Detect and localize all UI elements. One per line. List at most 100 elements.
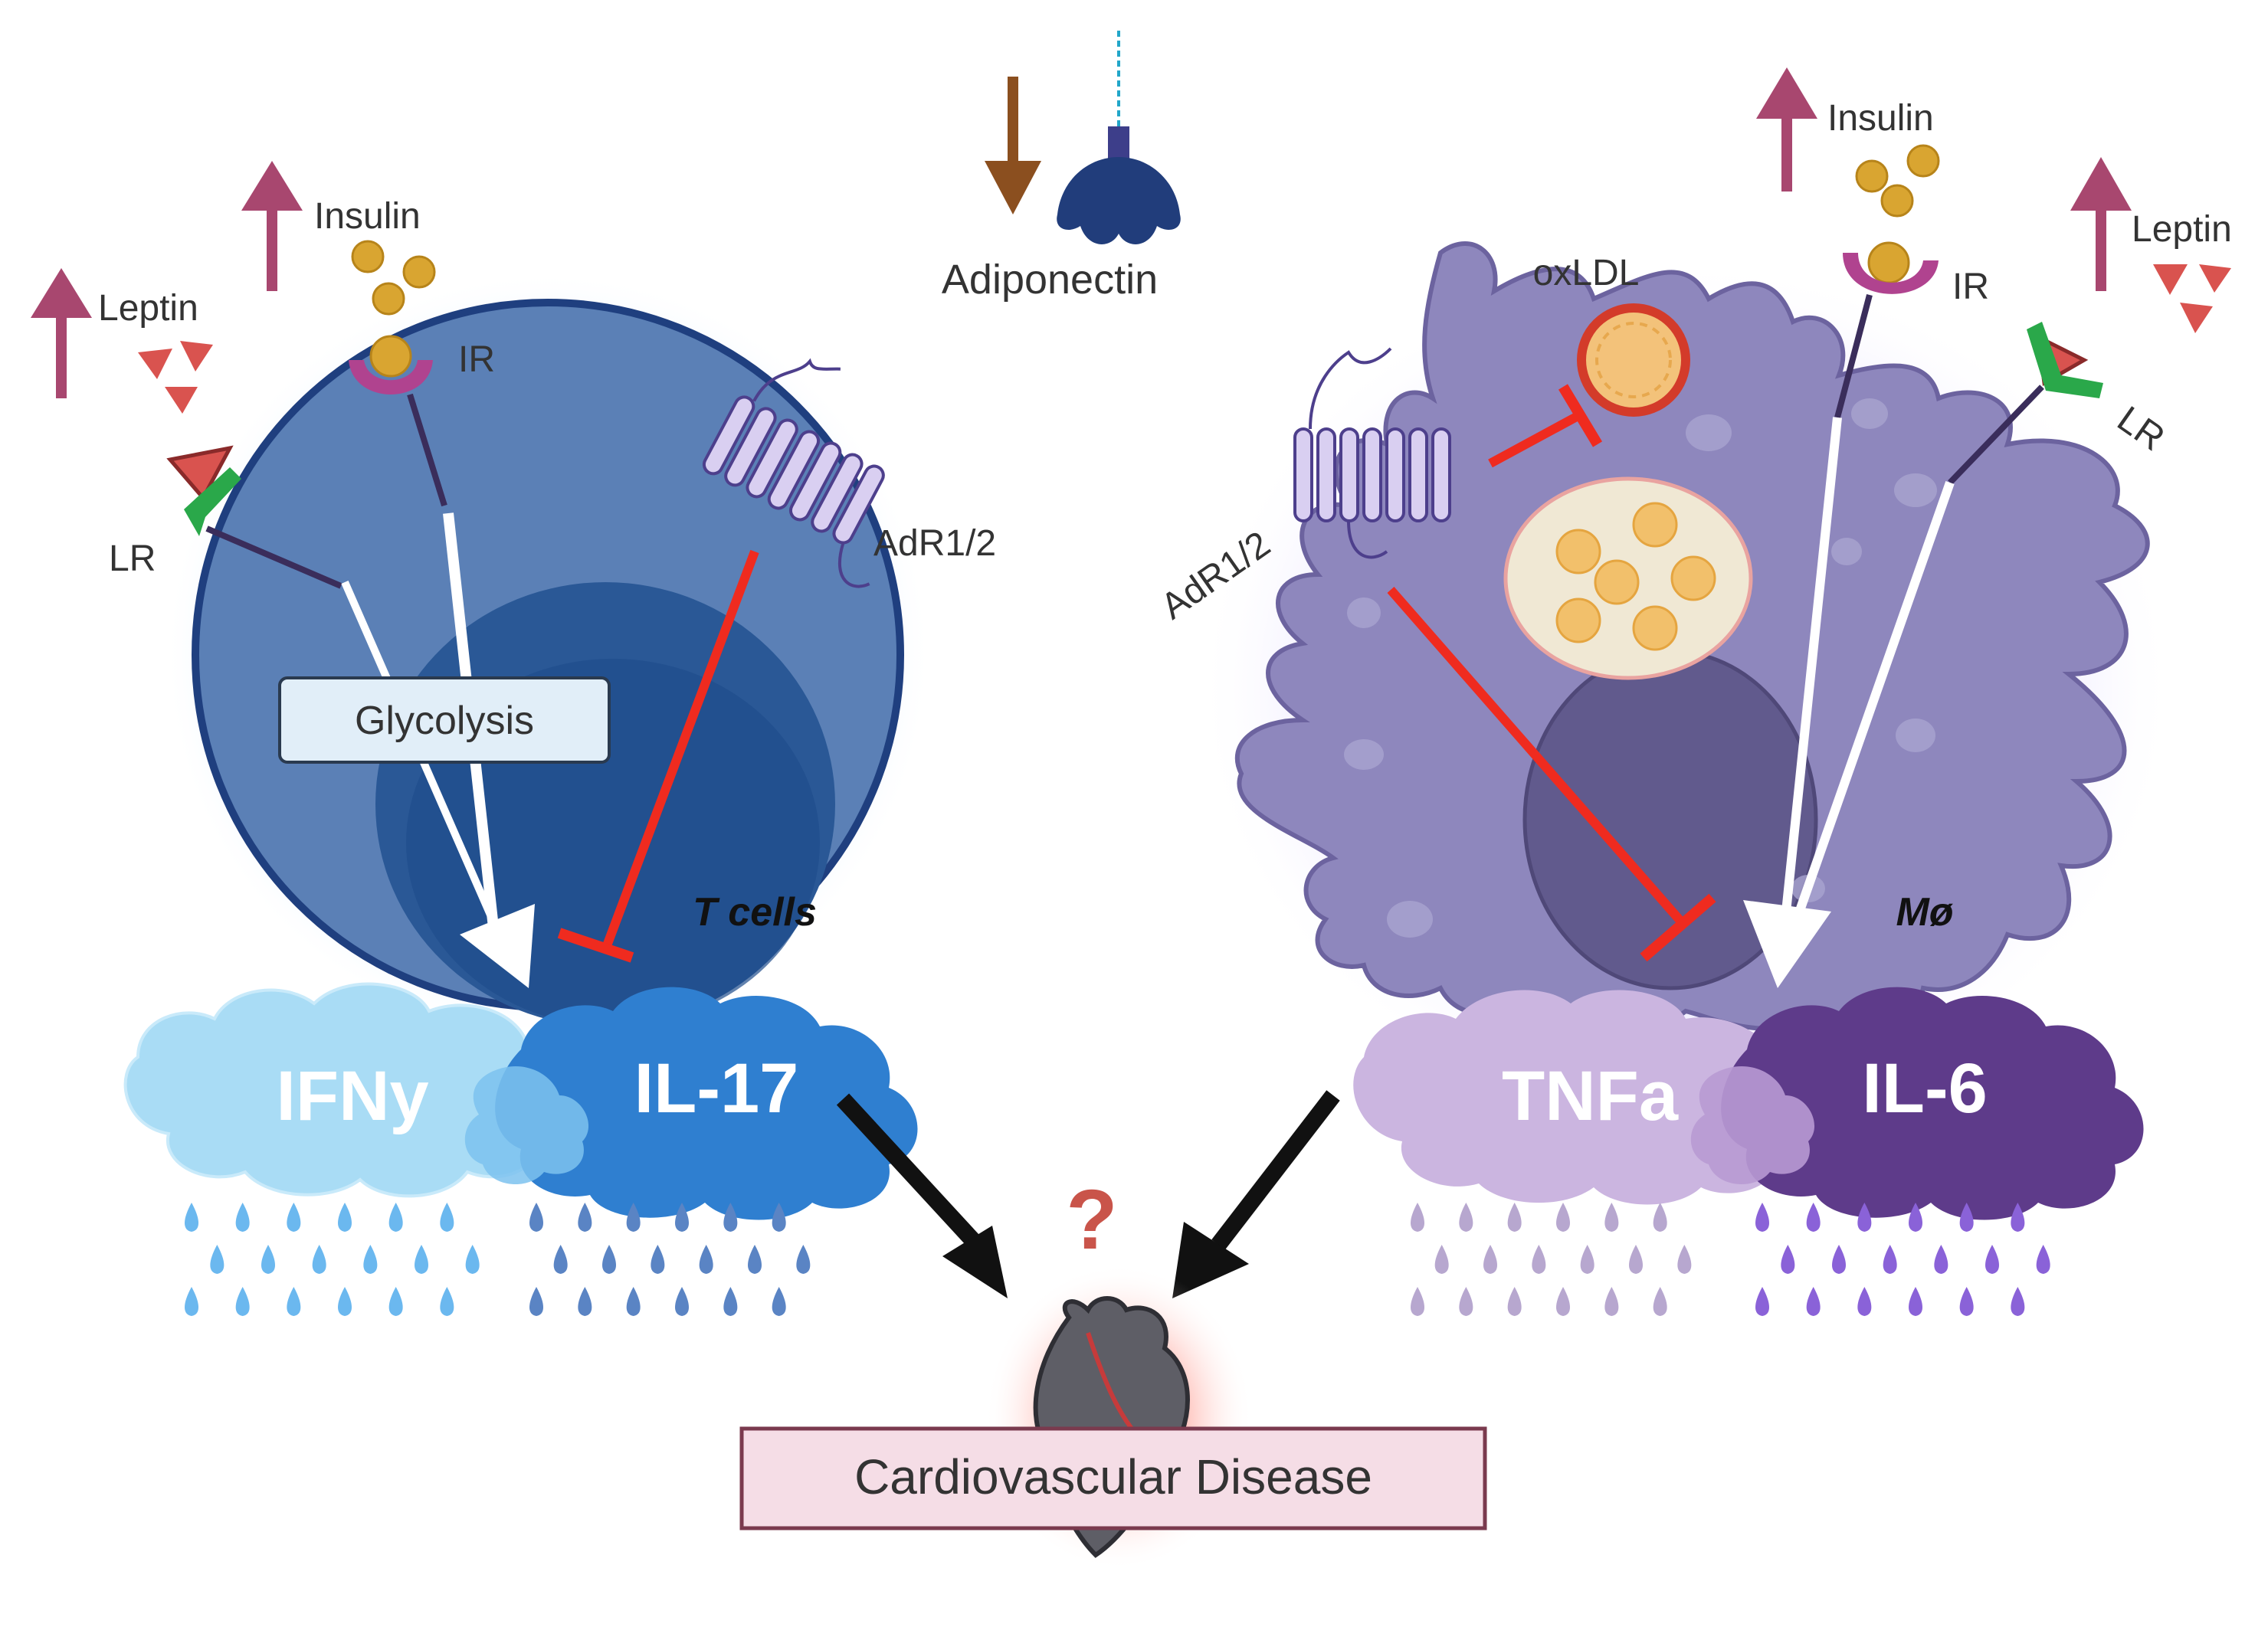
rain-drop (1677, 1245, 1692, 1274)
rain-drop (2036, 1245, 2050, 1274)
m-adr-inhibition-line (1387, 587, 1690, 930)
t-insulin-molecules (351, 240, 436, 316)
rain-drop (626, 1203, 641, 1232)
t-insulin-up-arrow-head (241, 161, 303, 211)
m-ir-label: IR (1952, 267, 1989, 307)
heart-group: Cardiovascular Disease (739, 1264, 1487, 1570)
m-ir-receptor-icon (1843, 253, 1939, 294)
rain-drop (1985, 1245, 1999, 1274)
rain-drop (388, 1287, 403, 1316)
rain-drop (602, 1245, 616, 1274)
rain-drop (1459, 1287, 1473, 1316)
glycolysis-label: Glycolysis (355, 699, 534, 743)
cytokine-cloud-ifny: IFNy (123, 982, 563, 1198)
rain-drop (1781, 1245, 1795, 1274)
t-ir-stalk (407, 393, 447, 507)
rain-drop (723, 1203, 738, 1232)
rain-drop (1653, 1287, 1667, 1316)
rain-drop (185, 1287, 198, 1316)
rain-drop (578, 1203, 592, 1232)
adiponectin-group: Adiponectin (942, 31, 1181, 303)
rain-drop (1959, 1203, 1974, 1232)
t-cell-name-label: T cells (693, 890, 817, 935)
adiponectin-stem (1108, 126, 1129, 161)
rain-drop (1604, 1287, 1619, 1316)
t-leptin-molecules (138, 341, 213, 414)
rain-drop (1604, 1203, 1619, 1232)
rain-drop (1909, 1287, 1922, 1316)
rain-drop (675, 1287, 689, 1316)
macrophage-name-label: Mø (1896, 890, 1953, 935)
rain-drop (1653, 1203, 1667, 1232)
m-adr-receptor-icon (1293, 347, 1451, 559)
m-lr-receptor-icon (2027, 322, 2103, 398)
rain-drop (772, 1287, 786, 1316)
m-leptin-up-arrow-head (2070, 157, 2132, 211)
t-ir-bound-insulin (369, 335, 412, 378)
m-oxldl-inhibition-line (1488, 409, 1585, 468)
rain-drop (626, 1287, 641, 1316)
cvd-label: Cardiovascular Disease (854, 1449, 1372, 1504)
t-signal-arrow-head (460, 904, 535, 988)
rain-drop (1556, 1203, 1570, 1232)
rain-drop (415, 1245, 428, 1274)
t-adr-receptor-icon (702, 358, 885, 588)
t-leptin-up-arrow-head (31, 268, 92, 318)
m-insulin-molecules (1855, 144, 1940, 218)
cytokine-rain (185, 1203, 2050, 1316)
t-cell-to-cvd-arrow-head (942, 1226, 1008, 1298)
rain-drop (1411, 1203, 1424, 1232)
rain-drop (2011, 1203, 2025, 1232)
outcome-arrows: ? (836, 1090, 1340, 1298)
rain-drop (261, 1245, 275, 1274)
rain-drop (2011, 1287, 2025, 1316)
m-oxldl-inhibition-bar (1558, 384, 1603, 447)
macrophage-arrows (1387, 384, 1955, 988)
rain-drop (1857, 1287, 1872, 1316)
t-insulin-label: Insulin (314, 196, 421, 237)
rain-drop (578, 1287, 592, 1316)
m-ir-stalk (1834, 293, 1873, 419)
rain-drop (235, 1287, 250, 1316)
rain-drop (1806, 1203, 1821, 1232)
cytokine-cloud-il17: IL-17 (464, 987, 918, 1220)
rain-drop (440, 1203, 454, 1232)
cytokine-label-0: IFNy (276, 1057, 428, 1135)
m-insulin-label: Insulin (1827, 98, 1934, 139)
rain-drop (1629, 1245, 1643, 1274)
rain-drop (1857, 1203, 1872, 1232)
rain-drop (1483, 1245, 1497, 1274)
rain-drop (723, 1287, 738, 1316)
rain-drop (1434, 1245, 1449, 1274)
macrophage-to-cvd-arrow-head (1172, 1222, 1249, 1298)
t-leptin-label: Leptin (98, 288, 198, 329)
m-leptin-label: Leptin (2132, 209, 2232, 250)
cytokine-label-1: IL-17 (634, 1049, 799, 1128)
macrophage-vesicles (1344, 398, 1937, 938)
rain-drop (287, 1287, 301, 1316)
rain-drop (287, 1203, 301, 1232)
rain-drop (553, 1245, 568, 1274)
rain-drop (1883, 1245, 1897, 1274)
rain-drop (1755, 1203, 1769, 1232)
m-insulin-up-arrow-head (1756, 67, 1817, 119)
t-adr-label: AdR1/2 (873, 523, 996, 564)
rain-drop (1507, 1203, 1522, 1232)
rain-drop (1806, 1287, 1821, 1316)
rain-drop (529, 1287, 543, 1316)
adiponectin-down-arrow-head (985, 161, 1041, 214)
oxldl-label: oxLDL (1533, 253, 1640, 293)
adiponectin-label: Adiponectin (942, 257, 1158, 303)
rain-drop (1507, 1287, 1522, 1316)
question-mark: ? (1066, 1173, 1117, 1267)
cytokine-cloud-il6: IL-6 (1690, 987, 2144, 1220)
rain-drop (363, 1245, 378, 1274)
rain-drop (235, 1203, 250, 1232)
m-leptin-molecules (2153, 264, 2231, 333)
lipid-droplet-vacuole (1503, 476, 1753, 680)
rain-drop (772, 1203, 786, 1232)
rain-drop (1580, 1245, 1594, 1274)
t-adr-inhibition-bar (557, 928, 634, 963)
rain-drop (675, 1203, 689, 1232)
